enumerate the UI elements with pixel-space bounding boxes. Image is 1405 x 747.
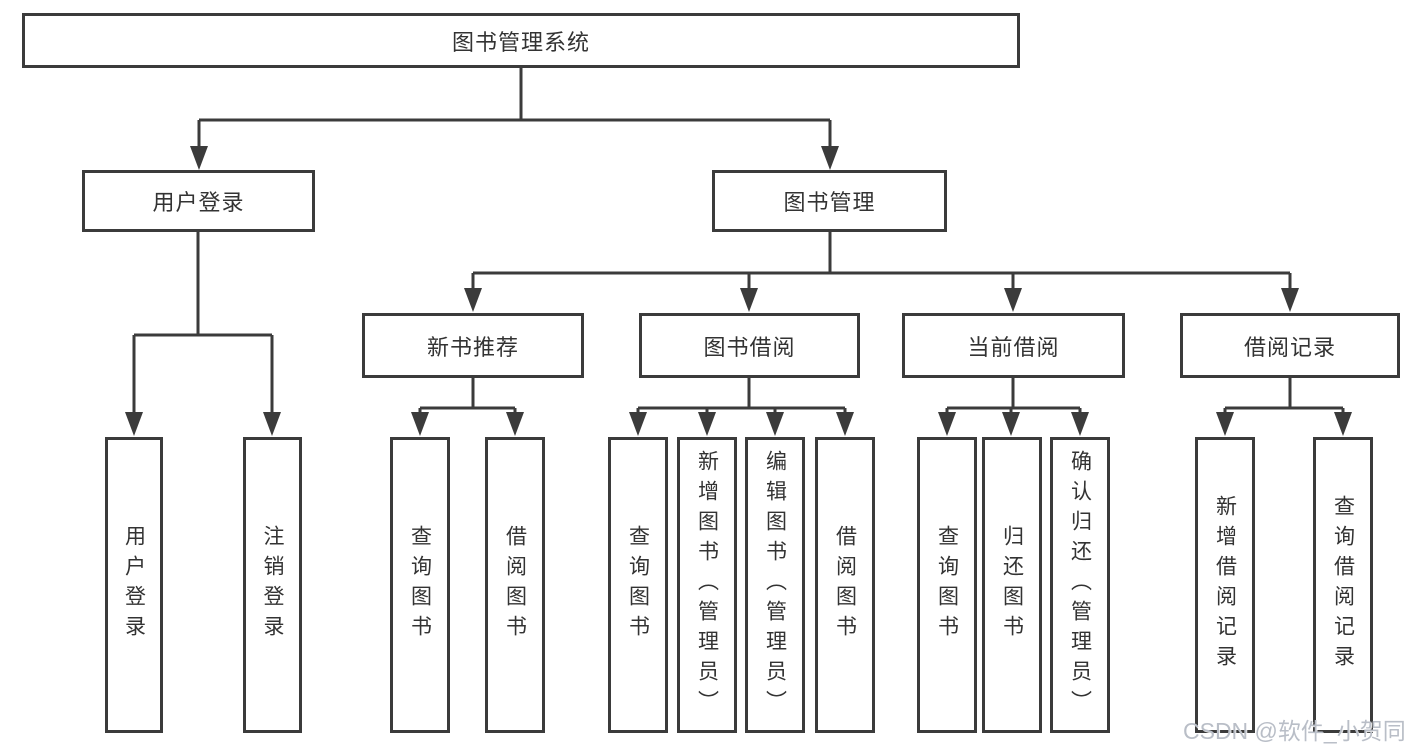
arrowhead	[1002, 412, 1020, 436]
leaf-records-query-borrow-record-label: 查询借阅记录	[1331, 495, 1355, 675]
leaf-borrow-edit-books-admin: 编辑图书（管理员）	[745, 437, 805, 733]
watermark: CSDN @软件_小贺同学	[1183, 718, 1405, 744]
leaf-borrow-edit-books-admin-label: 编辑图书（管理员）	[763, 450, 787, 720]
leaf-recommend-borrow-books: 借阅图书	[485, 437, 545, 733]
node-user-login: 用户登录	[82, 170, 315, 232]
leaf-current-confirm-return-admin-label: 确认归还（管理员）	[1068, 450, 1092, 720]
arrowhead	[190, 146, 208, 170]
arrowhead	[506, 412, 524, 436]
leaf-borrow-borrow-books: 借阅图书	[815, 437, 875, 733]
node-current-borrow: 当前借阅	[902, 313, 1125, 378]
arrowhead	[836, 412, 854, 436]
leaf-user-login-label: 用户登录	[122, 525, 146, 645]
node-book-management-label: 图书管理	[783, 190, 876, 215]
arrowhead	[1216, 412, 1234, 436]
arrowhead	[698, 412, 716, 436]
leaf-current-query-books-label: 查询图书	[935, 525, 959, 645]
node-borrow-records-label: 借阅记录	[1243, 334, 1336, 360]
arrowhead	[1334, 412, 1352, 436]
leaf-records-add-borrow-record: 新增借阅记录	[1195, 437, 1255, 733]
arrowhead	[1071, 412, 1089, 436]
leaf-borrow-add-books-admin: 新增图书（管理员）	[677, 437, 737, 733]
leaf-logout: 注销登录	[243, 437, 302, 733]
leaf-records-add-borrow-record-label: 新增借阅记录	[1213, 495, 1237, 675]
leaf-current-return-books-label: 归还图书	[1000, 525, 1024, 645]
arrowhead	[1004, 288, 1022, 312]
node-book-borrow: 图书借阅	[639, 313, 860, 378]
leaf-logout-label: 注销登录	[261, 525, 284, 645]
leaf-current-query-books: 查询图书	[917, 437, 977, 733]
arrowhead	[821, 146, 839, 170]
arrowhead	[1281, 288, 1299, 312]
leaf-borrow-query-books: 查询图书	[608, 437, 668, 733]
leaf-records-query-borrow-record: 查询借阅记录	[1313, 437, 1373, 733]
node-user-login-label: 用户登录	[152, 190, 245, 215]
node-root: 图书管理系统	[22, 13, 1020, 68]
leaf-user-login: 用户登录	[105, 437, 163, 733]
arrowhead	[125, 412, 143, 436]
leaf-current-confirm-return-admin: 确认归还（管理员）	[1050, 437, 1110, 733]
leaf-borrow-borrow-books-label: 借阅图书	[833, 525, 857, 645]
leaf-recommend-borrow-books-label: 借阅图书	[503, 525, 527, 645]
leaf-borrow-add-books-admin-label: 新增图书（管理员）	[695, 450, 719, 720]
arrowhead	[740, 288, 758, 312]
node-borrow-records: 借阅记录	[1180, 313, 1400, 378]
node-book-management: 图书管理	[712, 170, 947, 232]
node-current-borrow-label: 当前借阅	[967, 334, 1060, 360]
arrowheads	[125, 146, 1352, 436]
arrowhead	[938, 412, 956, 436]
leaf-current-return-books: 归还图书	[982, 437, 1042, 733]
node-book-borrow-label: 图书借阅	[703, 334, 796, 360]
node-new-book-recommend-label: 新书推荐	[426, 334, 519, 360]
leaf-recommend-query-books: 查询图书	[390, 437, 450, 733]
node-root-label: 图书管理系统	[451, 29, 590, 55]
arrowhead	[411, 412, 429, 436]
arrowhead	[263, 412, 281, 436]
arrowhead	[629, 412, 647, 436]
leaf-borrow-query-books-label: 查询图书	[626, 525, 650, 645]
arrowhead	[766, 412, 784, 436]
leaf-recommend-query-books-label: 查询图书	[408, 525, 432, 645]
node-new-book-recommend: 新书推荐	[362, 313, 584, 378]
arrowhead	[464, 288, 482, 312]
